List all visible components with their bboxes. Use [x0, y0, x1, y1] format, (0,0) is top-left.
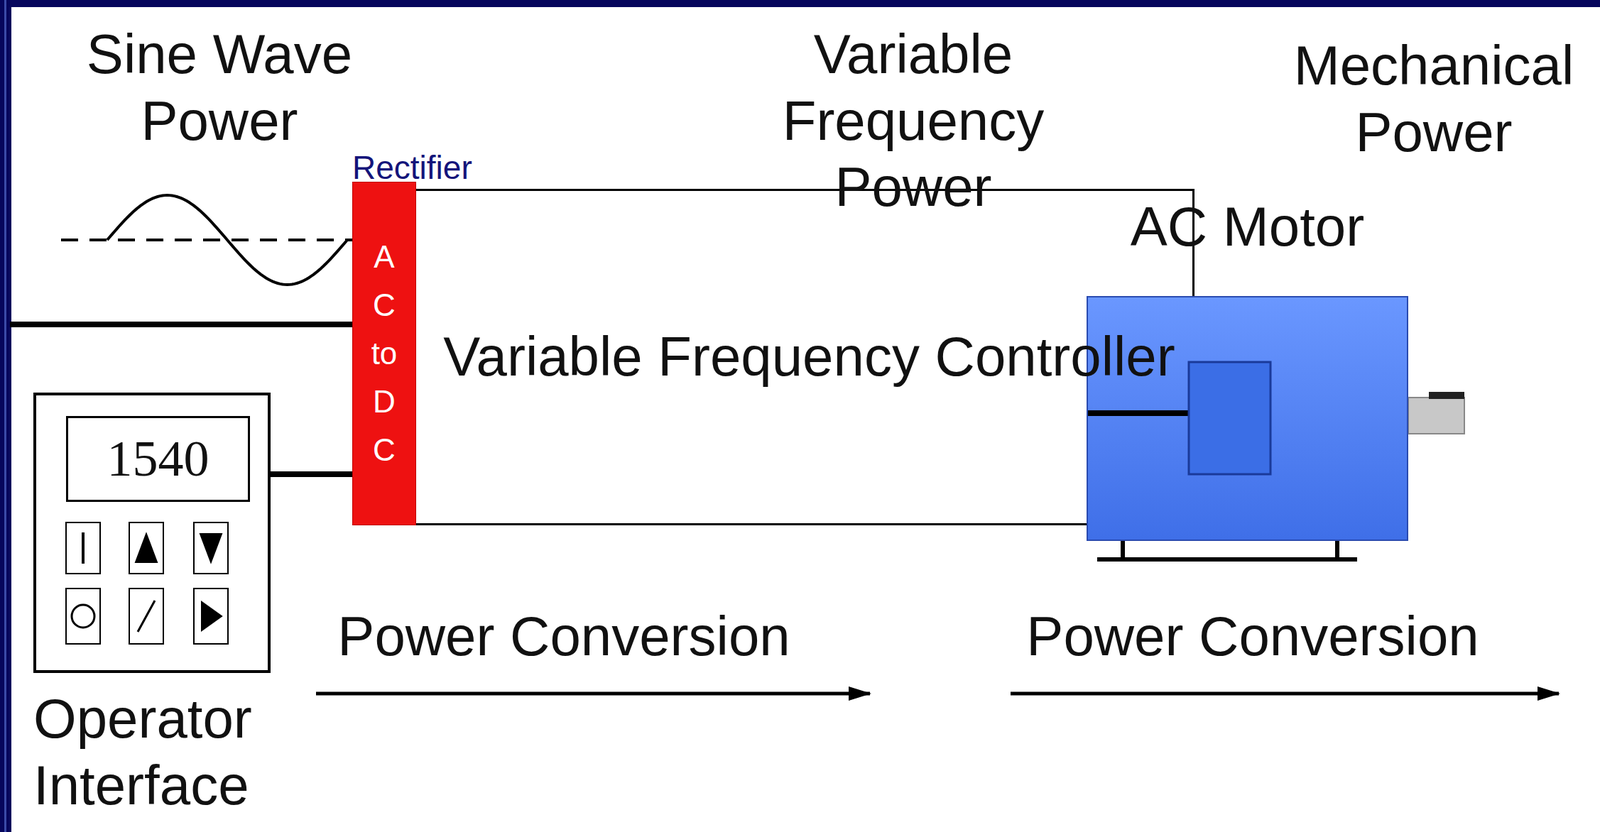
display-window: 1540 — [66, 416, 250, 503]
shaft-key — [1428, 392, 1465, 400]
caption-label: Power Conversion — [1026, 603, 1479, 671]
slide-strip — [4, 0, 7, 832]
controller-box-outline: Variable Frequency Controller — [408, 188, 1195, 526]
block-heading: Rectifier — [352, 149, 473, 187]
motor-shaft — [1408, 397, 1465, 434]
motor-feet — [1097, 541, 1358, 560]
operator-panel-outline: 1540 — [33, 392, 271, 674]
caption-label: Power Conversion — [337, 603, 790, 671]
panel-buttons — [66, 522, 228, 645]
motor-heading: AC Motor — [1130, 193, 1365, 261]
sine-wave — [107, 195, 348, 285]
power-line — [1086, 410, 1195, 417]
box-label: Variable Frequency Controller — [443, 323, 1175, 391]
supply-line — [9, 321, 353, 328]
motor-rotor — [1188, 362, 1271, 475]
display-window-outline: 1540 — [66, 416, 250, 503]
power-line — [270, 471, 353, 478]
controller-box: Variable Frequency Controller — [408, 188, 1195, 526]
caption-label: Variable Frequency Power — [771, 21, 1056, 221]
operator-panel: 1540Operator Interface — [33, 392, 304, 819]
flow-arrow — [1010, 692, 1559, 696]
panel-caption: Operator Interface — [33, 686, 304, 819]
rectifier-block: Rectifier AC to DC — [352, 149, 473, 526]
sine-axis — [61, 238, 353, 242]
caption-label: Sine Wave Power — [70, 21, 369, 155]
display-value: 1540 — [107, 431, 210, 488]
motor-lead — [1087, 410, 1189, 417]
block-label: AC to DC — [368, 232, 400, 476]
caption-label: Mechanical Power — [1277, 32, 1591, 166]
flow-arrow — [316, 692, 870, 696]
rectifier-block-outline: AC to DC — [352, 181, 417, 526]
